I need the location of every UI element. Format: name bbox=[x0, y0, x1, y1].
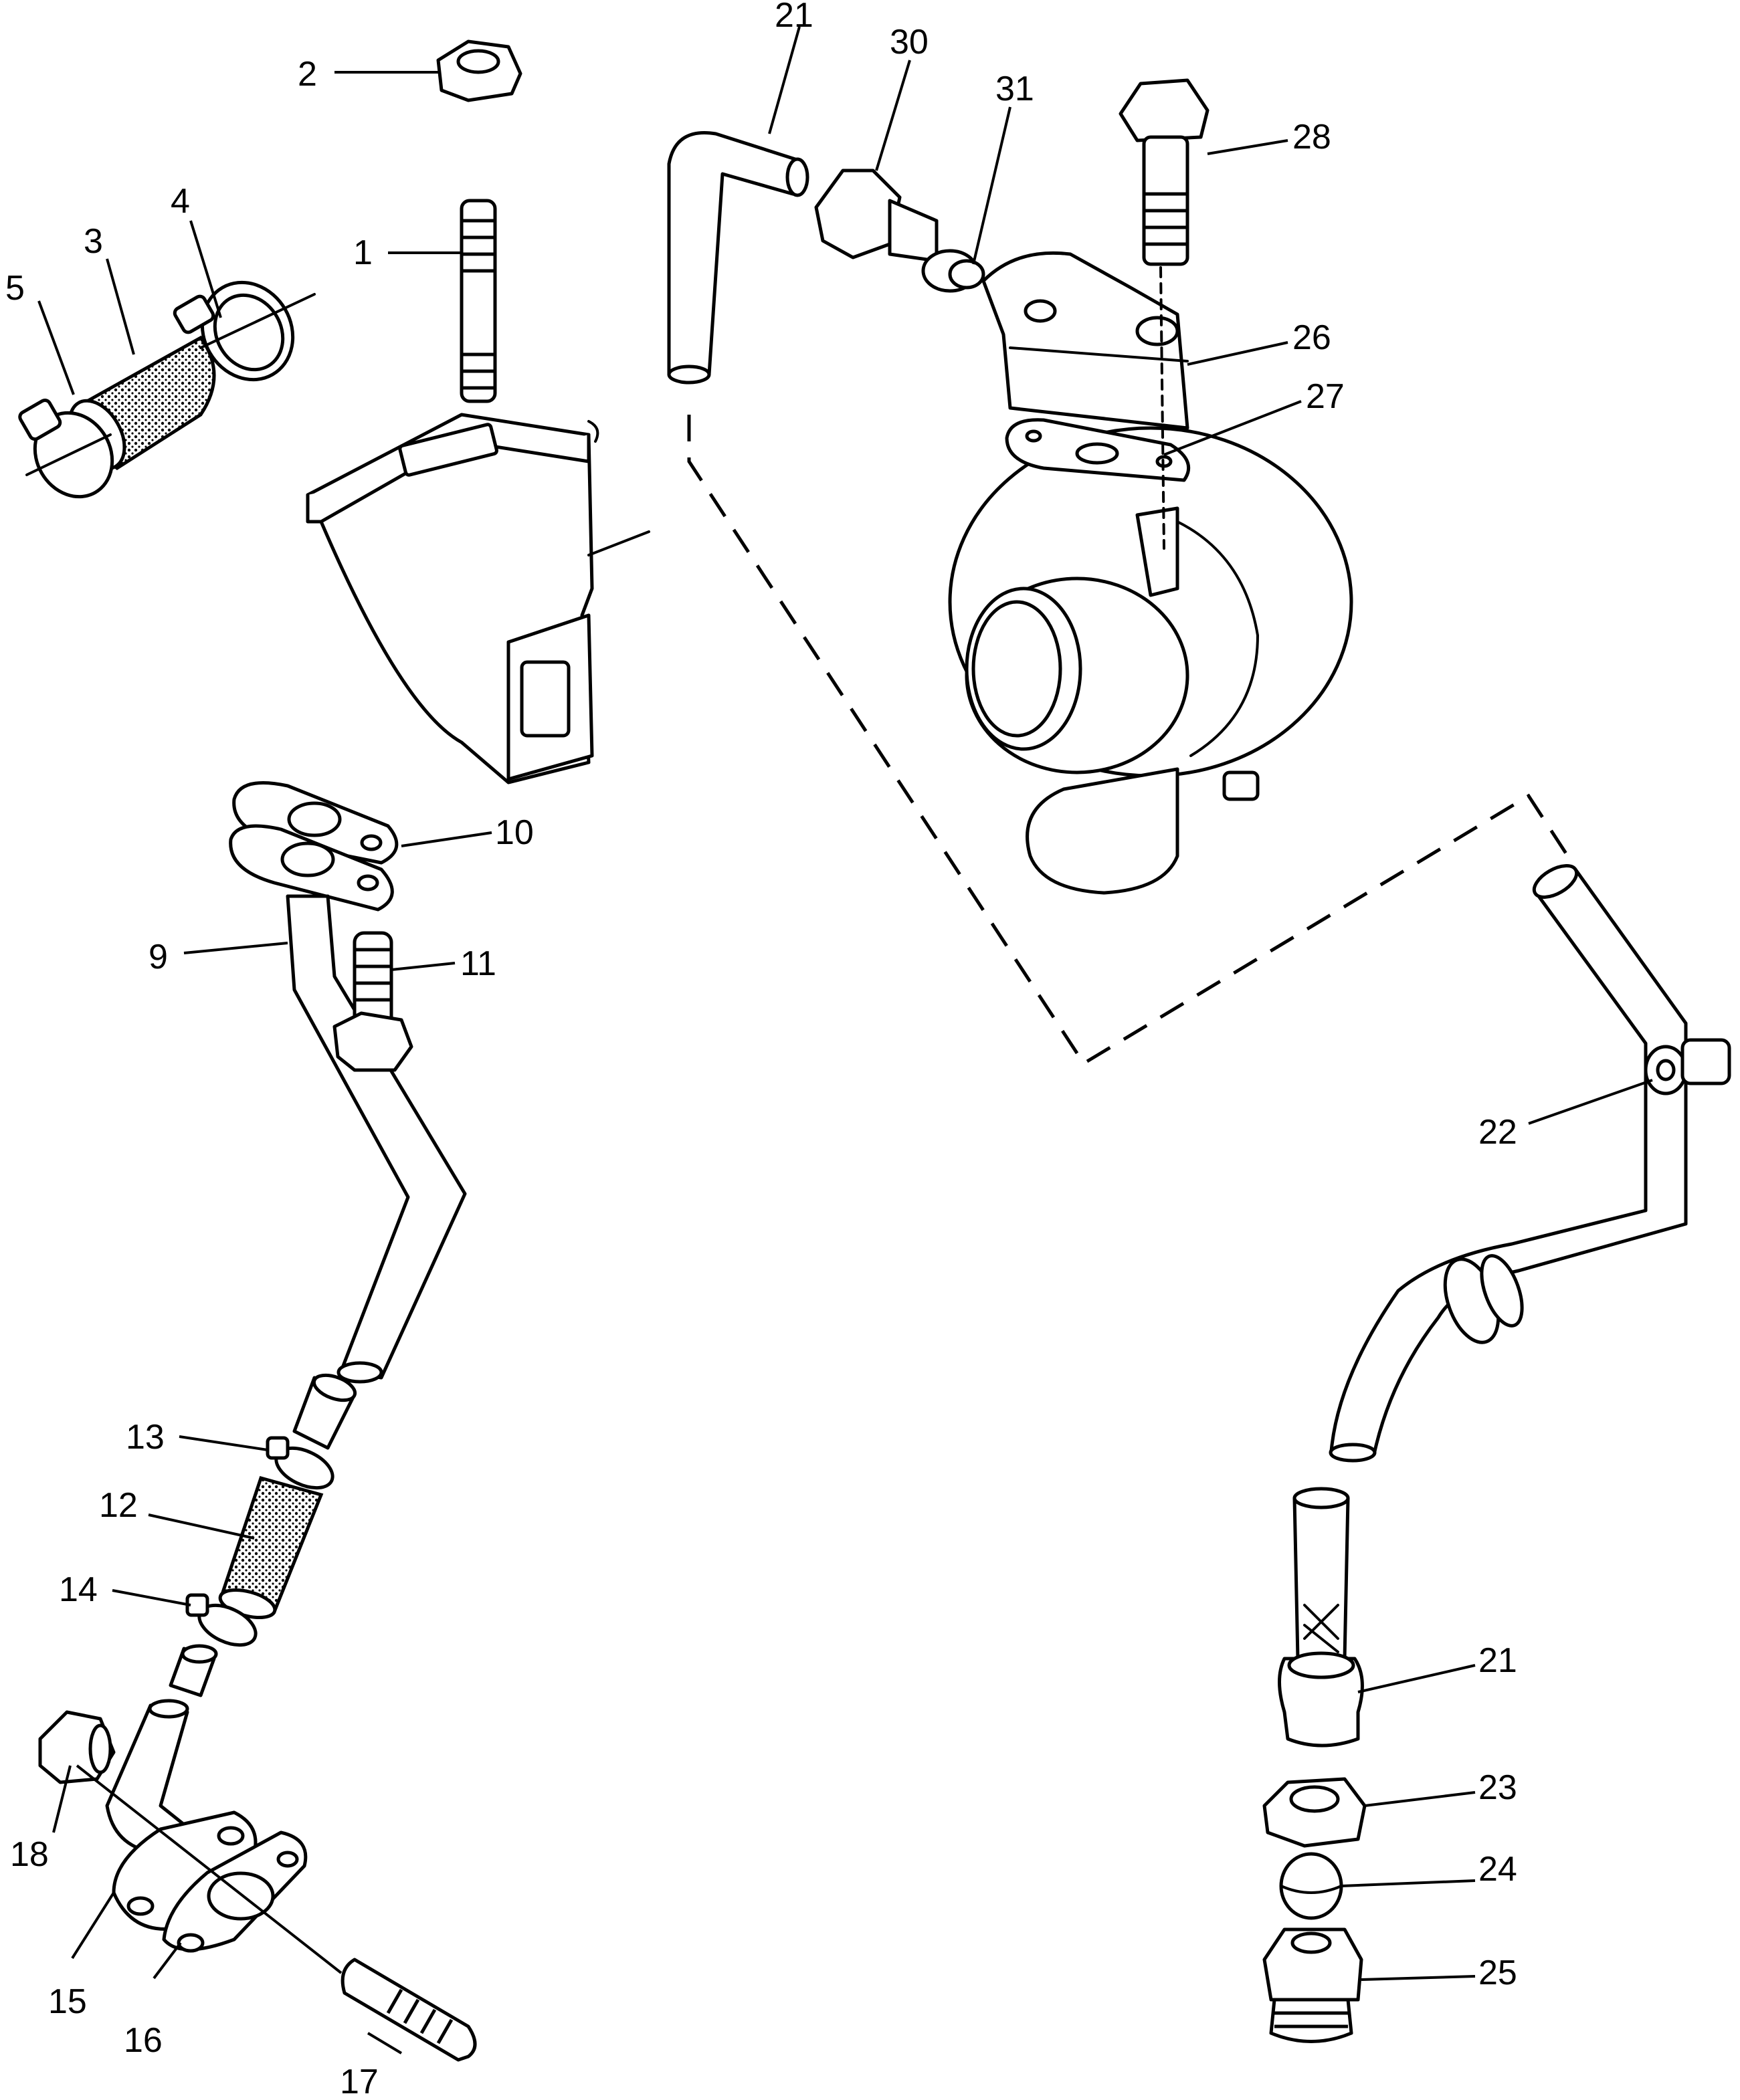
part-2-hex-nut bbox=[436, 39, 522, 102]
part-22-pipe-clip bbox=[1644, 1038, 1731, 1095]
callout-2: 2 bbox=[298, 55, 317, 94]
part-24-sleeve bbox=[1279, 1852, 1343, 1920]
callout-leader-lines bbox=[37, 26, 1653, 2055]
callout-4: 4 bbox=[171, 182, 190, 221]
callout-15: 15 bbox=[48, 1982, 87, 2021]
callout-28: 28 bbox=[1292, 118, 1331, 156]
callout-24: 24 bbox=[1478, 1850, 1517, 1889]
part-21-oil-inlet-pipe-lower bbox=[1278, 1487, 1364, 1748]
part-10-flange-gasket bbox=[229, 781, 399, 912]
callout-21-lower: 21 bbox=[1478, 1641, 1517, 1680]
callout-17: 17 bbox=[340, 2063, 379, 2100]
callout-13: 13 bbox=[126, 1418, 165, 1457]
callout-22: 22 bbox=[1478, 1113, 1517, 1152]
oil-inlet-pipe-lower-right bbox=[1329, 864, 1688, 1463]
callout-10: 10 bbox=[495, 813, 534, 852]
callout-11: 11 bbox=[460, 944, 496, 983]
part-11-flange-bolt bbox=[332, 931, 413, 1072]
callout-5: 5 bbox=[5, 269, 25, 308]
part-4-hose-clamp bbox=[173, 280, 316, 382]
callout-23: 23 bbox=[1478, 1768, 1517, 1807]
callout-18: 18 bbox=[10, 1835, 49, 1874]
pipe-stub-upper bbox=[292, 1373, 357, 1450]
callout-3: 3 bbox=[84, 222, 103, 261]
callout-9: 9 bbox=[149, 938, 168, 976]
part-26-oil-inlet-block bbox=[981, 251, 1189, 430]
pipe-stub-lower bbox=[169, 1644, 218, 1697]
callout-31: 31 bbox=[995, 70, 1034, 108]
callout-27: 27 bbox=[1306, 377, 1345, 416]
part-5-hose-clamp bbox=[18, 399, 114, 499]
part-28-banjo-bolt bbox=[1119, 78, 1210, 266]
part-23-union-nut bbox=[1262, 1777, 1367, 1848]
part-18-flange-nut bbox=[38, 1710, 116, 1784]
callout-1: 1 bbox=[353, 233, 373, 272]
part-31-sleeve bbox=[921, 249, 985, 293]
callout-14: 14 bbox=[59, 1570, 98, 1609]
part-15-pipe-flange bbox=[112, 1810, 258, 1931]
callout-30: 30 bbox=[890, 23, 929, 62]
exhaust-manifold bbox=[306, 413, 650, 784]
alignment-line bbox=[1159, 266, 1165, 550]
part-17-stud bbox=[341, 1958, 477, 2062]
callout-21-upper: 21 bbox=[775, 0, 813, 35]
part-13-hose-clamp bbox=[266, 1436, 334, 1490]
part-12-hose bbox=[218, 1475, 324, 1620]
part-1-stud bbox=[460, 199, 497, 403]
callout-labels: 1 2 3 4 5 9 10 11 12 13 14 15 16 17 18 2… bbox=[5, 0, 1517, 2100]
part-25-connector bbox=[1262, 1927, 1363, 2043]
part-9-oil-return-pipe bbox=[286, 894, 467, 1384]
callout-12: 12 bbox=[99, 1486, 138, 1525]
callout-26: 26 bbox=[1292, 318, 1331, 357]
turbocharger bbox=[948, 426, 1353, 895]
callout-16: 16 bbox=[124, 2021, 163, 2060]
part-14-hose-clamp bbox=[185, 1593, 258, 1647]
callout-25: 25 bbox=[1478, 1954, 1517, 1992]
part-30-union-nut bbox=[814, 169, 939, 263]
part-21-oil-inlet-pipe-upper bbox=[667, 131, 809, 385]
